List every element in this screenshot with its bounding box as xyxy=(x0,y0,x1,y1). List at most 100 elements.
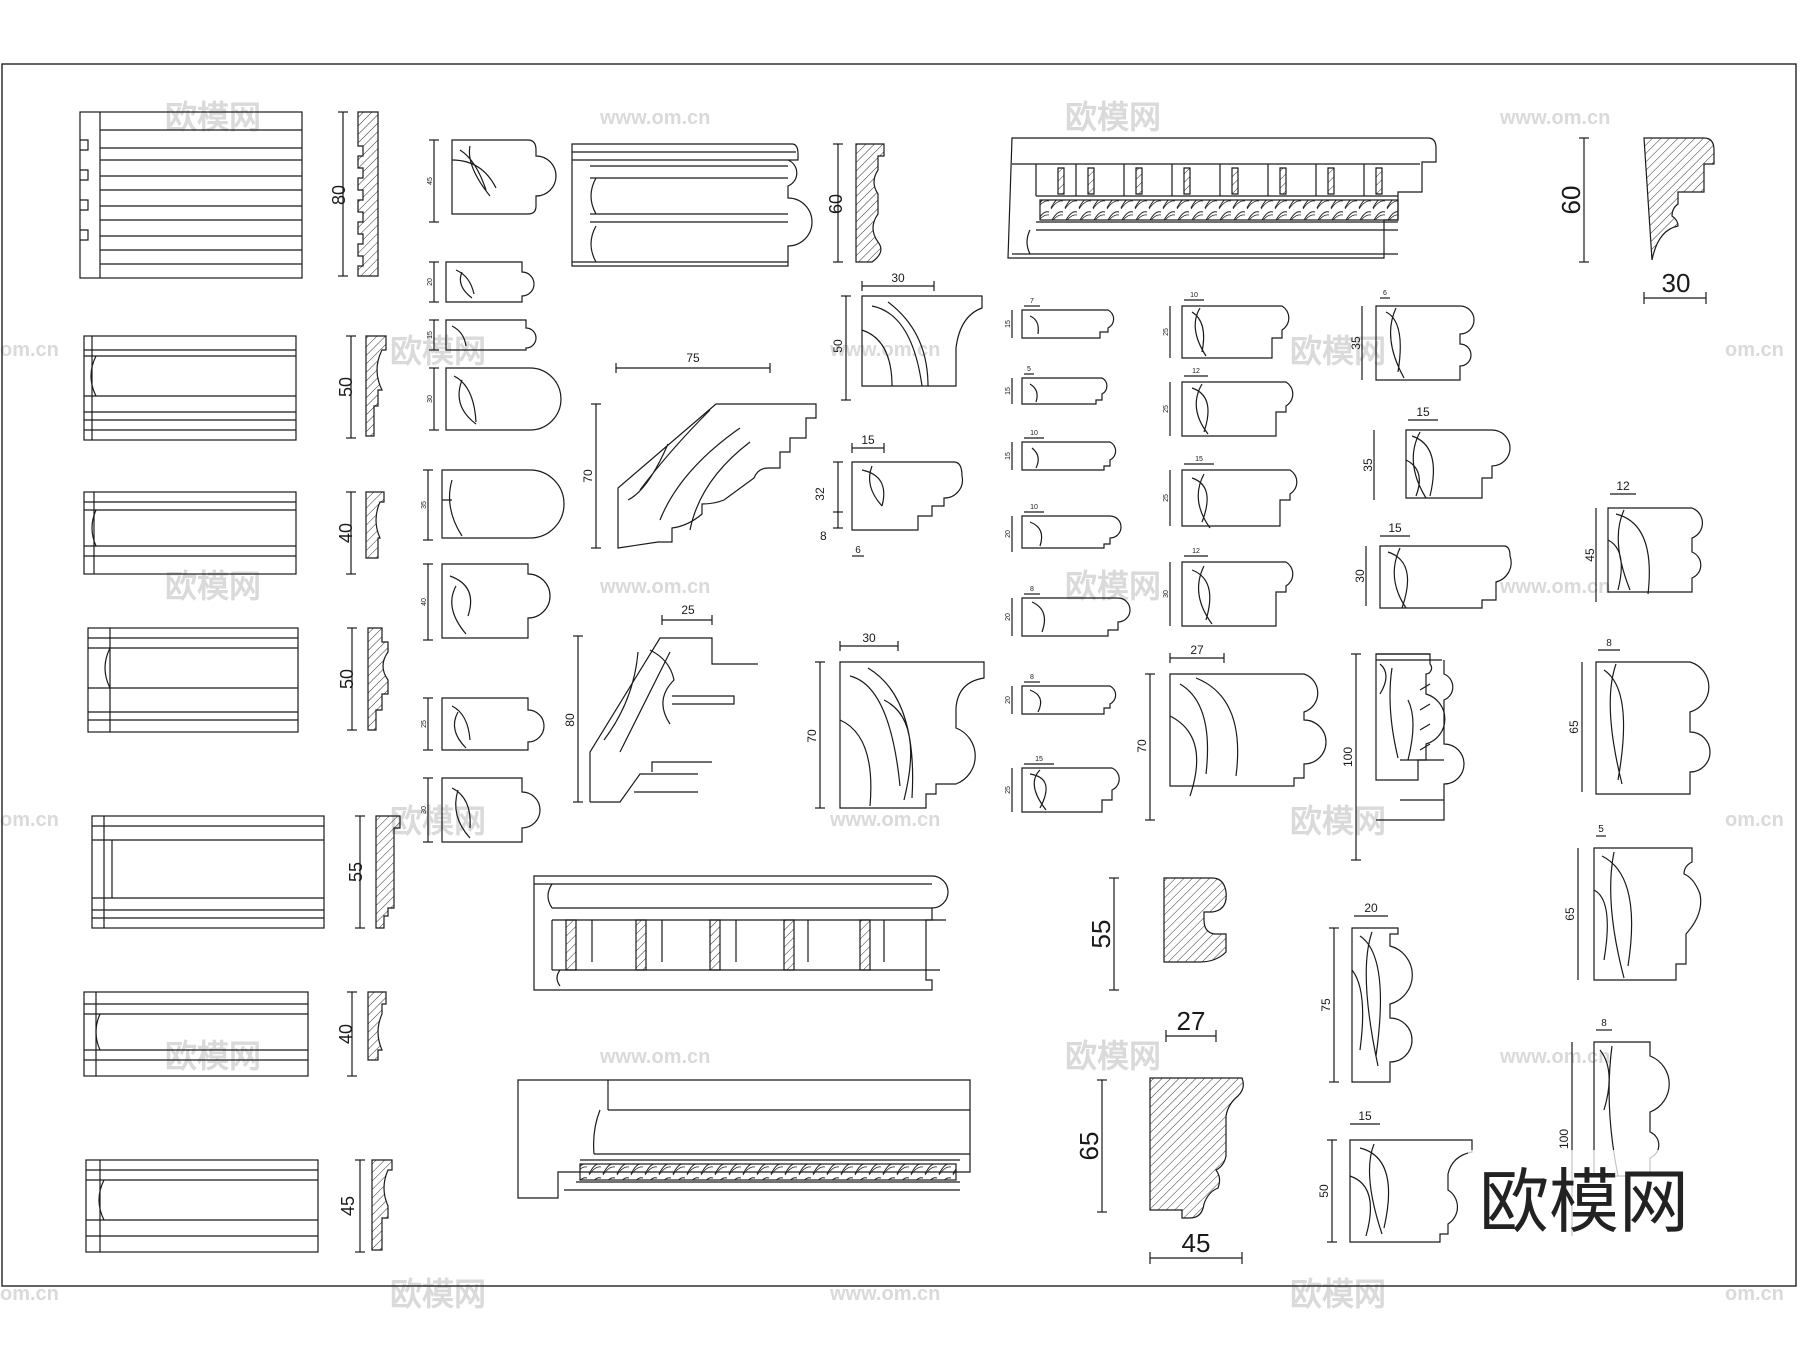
dimension-label: 15 xyxy=(1358,1109,1372,1123)
brand-logo: 欧模网 xyxy=(1479,1163,1689,1241)
watermark-site: www.om.cn xyxy=(829,1283,940,1305)
dimension-label: 30 xyxy=(1353,569,1367,583)
dimension-label: 25 xyxy=(681,603,695,617)
watermark-cn: 欧模网 xyxy=(1065,99,1161,135)
dimension-label: 80 xyxy=(329,185,349,205)
dimension-label: 55 xyxy=(346,862,366,882)
dimension-label: 65 xyxy=(1074,1132,1104,1161)
drawing-content: 80 50 40 xyxy=(79,111,1715,1264)
moulding-profile-1 xyxy=(357,111,379,277)
dimension-label: 40 xyxy=(336,1024,356,1044)
dimension-label: 10 xyxy=(1030,430,1038,437)
dimension-label: 25 xyxy=(421,720,428,728)
dimension-label: 55 xyxy=(1086,920,1116,949)
small-profiles-block-a-dims xyxy=(1011,305,1054,812)
moulding-elevation-6 xyxy=(83,991,309,1077)
dimension-label: 35 xyxy=(1349,336,1363,350)
dimension-label: 20 xyxy=(427,278,434,286)
dimension-label: 50 xyxy=(337,669,357,689)
watermark-cn: 欧模网 xyxy=(165,1038,261,1074)
dentil-moulding-center xyxy=(533,875,949,991)
watermark-cn: 欧模网 xyxy=(165,99,261,135)
watermark-cn: 欧模网 xyxy=(1290,803,1386,839)
dimension-label: 15 xyxy=(1005,320,1012,328)
moulding-elevation-1 xyxy=(79,111,303,279)
dimension-label: 75 xyxy=(686,351,700,365)
dimension-line xyxy=(338,111,348,277)
dimension-label: 12 xyxy=(1192,368,1200,375)
moulding-profile-20x75 xyxy=(1329,915,1413,1083)
watermark-site-short: om.cn xyxy=(0,1283,59,1305)
dimension-label: 25 xyxy=(1005,786,1012,794)
moulding-profile-30x50 xyxy=(841,281,983,401)
dimension-label: 30 xyxy=(1163,590,1170,598)
profile-65x45 xyxy=(1097,1077,1244,1264)
moulding-elevation-2 xyxy=(83,335,297,441)
moulding-elevation-7 xyxy=(85,1159,319,1253)
moulding-profile-top-right xyxy=(1579,137,1715,304)
small-profiles-column xyxy=(423,139,565,843)
watermark-cn: 欧模网 xyxy=(390,1276,486,1312)
watermark-site-short: om.cn xyxy=(0,809,59,831)
crown-moulding-80 xyxy=(573,615,758,803)
small-profiles-block-b xyxy=(1145,305,1327,821)
dimension-label: 6 xyxy=(1383,290,1387,297)
dentil-cornice-top xyxy=(1007,137,1437,259)
moulding-profile-15x32 xyxy=(833,443,964,557)
dimension-label: 45 xyxy=(338,1196,358,1216)
dimension-label: 20 xyxy=(1005,613,1012,621)
watermark-layer: 欧模网 www.om.cn 欧模网 www.om.cn om.cn 欧模网 ww… xyxy=(0,99,1784,1312)
moulding-profile-8 xyxy=(833,143,885,263)
dimension-label: 20 xyxy=(1005,530,1012,538)
moulding-profile-7 xyxy=(355,1159,393,1253)
dimension-label: 50 xyxy=(1317,1184,1331,1198)
dimension-label: 40 xyxy=(421,598,428,606)
dimension-label: 30 xyxy=(891,271,905,285)
dimension-label: 10 xyxy=(1030,504,1038,511)
dimension-label: 80 xyxy=(563,713,577,727)
dimension-label: 45 xyxy=(1182,1228,1211,1258)
watermark-cn: 欧模网 xyxy=(390,803,486,839)
dimension-label: 12 xyxy=(1192,548,1200,555)
dimension-label: 15 xyxy=(1035,756,1043,763)
dimension-label: 100 xyxy=(1557,1129,1571,1149)
moulding-elevation-3 xyxy=(83,491,297,575)
moulding-profile-2 xyxy=(346,335,387,439)
dimension-label: 50 xyxy=(831,339,845,353)
watermark-site-short: om.cn xyxy=(1725,809,1784,831)
dimension-label: 5 xyxy=(1598,824,1604,835)
dimension-label: 27 xyxy=(1177,1006,1206,1036)
cornice-bottom xyxy=(517,1079,971,1199)
crown-moulding-75 xyxy=(591,363,817,549)
small-profiles-block-e xyxy=(1351,297,1512,861)
dimension-label: 75 xyxy=(1319,998,1333,1012)
dimension-label: 6 xyxy=(855,545,861,556)
dimension-label: 15 xyxy=(861,433,875,447)
dimension-label: 8 xyxy=(1030,674,1034,681)
dimension-label: 20 xyxy=(1364,901,1378,915)
dimension-label: 8 xyxy=(1606,638,1612,649)
dimension-label: 35 xyxy=(421,501,428,509)
dimension-label: 30 xyxy=(421,806,428,814)
dimension-label: 60 xyxy=(1556,186,1586,215)
dimension-label: 15 xyxy=(427,331,434,339)
dimension-label: 45 xyxy=(427,177,434,185)
watermark-cn: 欧模网 xyxy=(1065,1038,1161,1074)
drawing-border xyxy=(1,63,1797,1287)
dimension-label: 15 xyxy=(1005,452,1012,460)
dimension-label: 32 xyxy=(813,487,827,501)
dimension-label: 50 xyxy=(336,377,356,397)
watermark-site-short: om.cn xyxy=(1725,339,1784,361)
dimension-label: 25 xyxy=(1163,494,1170,502)
dimension-label: 7 xyxy=(1030,298,1034,305)
dimension-label: 30 xyxy=(862,631,876,645)
small-profiles-block-f xyxy=(1571,493,1711,1236)
watermark-site: www.om.cn xyxy=(599,107,710,129)
small-profiles-block-a xyxy=(1021,309,1131,813)
dimension-label: 25 xyxy=(1163,405,1170,413)
dimension-label: 15 xyxy=(1388,521,1402,535)
dimension-label: 70 xyxy=(1135,739,1149,753)
watermark-site-short: om.cn xyxy=(1725,1283,1784,1305)
dimension-label: 15 xyxy=(1005,387,1012,395)
watermark-site: www.om.cn xyxy=(829,809,940,831)
